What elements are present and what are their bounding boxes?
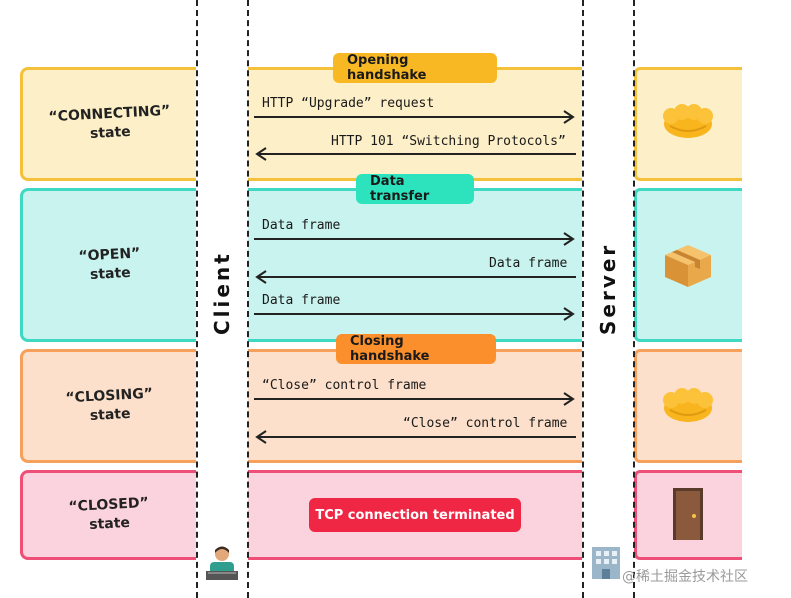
arrow-client-to-server: [254, 232, 576, 246]
messages-area-connecting: [248, 67, 582, 181]
client-label: Client: [210, 251, 234, 335]
watermark: @稀土掘金技术社区: [622, 569, 748, 585]
handshake-icon: [662, 102, 714, 147]
package-icon: [663, 243, 713, 294]
message-switching-protocols: HTTP 101 “Switching Protocols”: [331, 134, 566, 149]
arrow-client-to-server: [254, 307, 576, 321]
message-data-frame-1: Data frame: [262, 218, 341, 233]
server-label: Server: [596, 242, 620, 335]
office-building-icon: [590, 545, 622, 584]
messages-area-closing: [248, 349, 582, 463]
messages-area-open: [248, 188, 582, 342]
tcp-terminated-badge: TCP connection terminated: [309, 498, 521, 532]
state-open: “OPEN” state: [20, 188, 196, 342]
message-close-frame-1: “Close” control frame: [262, 378, 427, 393]
state-open-suffix: state: [89, 264, 131, 284]
phase-opening-handshake: Opening handshake: [333, 53, 497, 83]
arrow-server-to-client: [254, 147, 576, 161]
client-lifeline-left: [196, 0, 198, 598]
message-upgrade-request: HTTP “Upgrade” request: [262, 96, 435, 111]
client-lifeline-right: [247, 0, 249, 598]
arrow-server-to-client: [254, 270, 576, 284]
arrow-client-to-server: [254, 392, 576, 406]
arrow-client-to-server: [254, 110, 576, 124]
state-connecting: “CONNECTING” state: [20, 67, 196, 181]
state-closing: “CLOSING” state: [20, 349, 196, 463]
person-at-laptop-icon: [204, 545, 240, 586]
state-closed: “CLOSED” state: [20, 470, 196, 560]
arrow-server-to-client: [254, 430, 576, 444]
server-lifeline-right: [633, 0, 635, 598]
message-data-frame-3: Data frame: [262, 293, 341, 308]
message-close-frame-2: “Close” control frame: [403, 416, 568, 431]
handshake-icon: [662, 386, 714, 431]
door-icon: [673, 488, 703, 545]
phase-closing-handshake: Closing handshake: [336, 334, 496, 364]
message-data-frame-2: Data frame: [489, 256, 568, 271]
server-lifeline-left: [582, 0, 584, 598]
state-open-name: “OPEN”: [77, 245, 141, 265]
phase-data-transfer: Data transfer: [356, 174, 474, 204]
server-state-box-closed: [634, 470, 742, 560]
